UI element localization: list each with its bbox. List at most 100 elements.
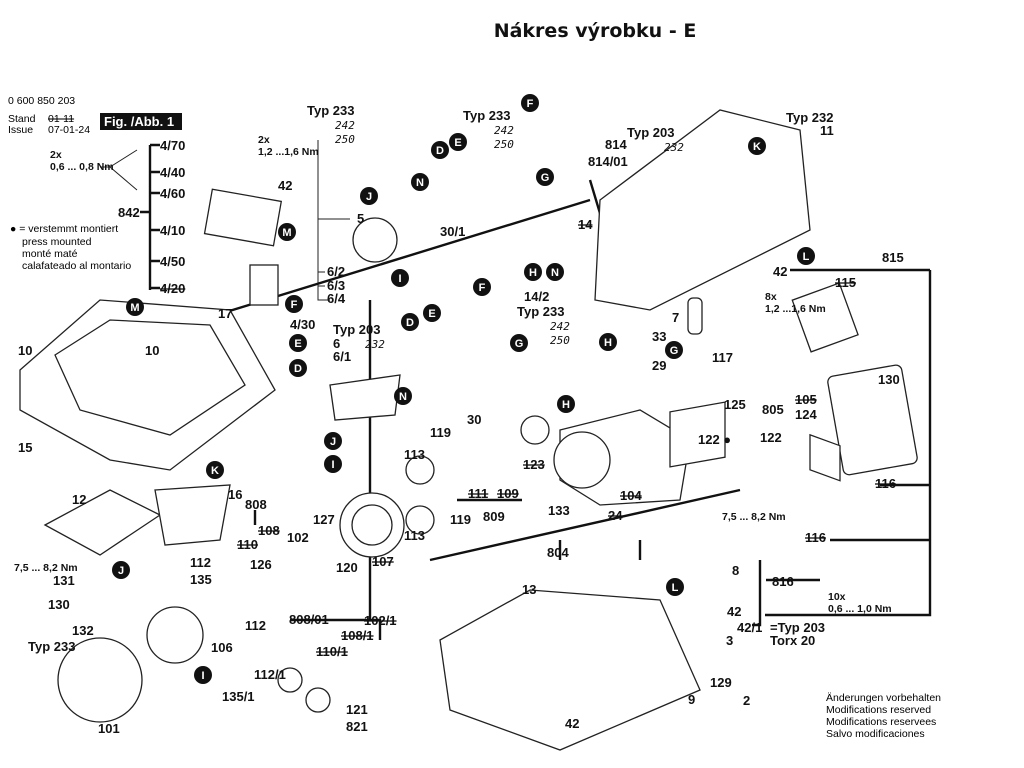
part-number-label: 113 [404,447,425,462]
part-number-label: 24 [608,508,623,523]
callout-letter: D [294,363,302,375]
callout-letter: I [201,670,204,682]
part-number-label: 9 [688,692,695,707]
part-number-label: 8x [765,291,777,303]
part-number-label: 232 [365,338,385,351]
part-number-label: 3 [726,633,733,648]
connector-callout: J [360,187,378,205]
note-line: Modifications reservees [826,716,936,728]
part-number-label: 42 [727,604,741,619]
part-number-label: 4/20 [160,281,185,296]
part-number-label: 30 [467,412,481,427]
part-number-label: 2x [258,134,270,146]
part-number-label: 7 [672,310,679,325]
callout-letter: E [454,137,461,149]
part-number-label: 112 [245,618,266,633]
part-number-label: 130 [48,597,70,612]
part-number-label: 815 [882,250,904,265]
switch-plate [203,188,283,247]
callout-letter: F [479,282,486,294]
part-number-label: 4/70 [160,138,185,153]
part-number-label: 117 [712,350,733,365]
part-number-label: 132 [72,623,94,638]
part-number-label: 232 [664,141,684,154]
callout-letter: E [294,338,301,350]
page-title: Nákres výrobku - E [493,20,697,42]
part-number-label: 7,5 ... 8,2 Nm [722,511,786,523]
callout-letter: E [428,308,435,320]
connector-callout: D [401,313,419,331]
filter-16 [154,484,231,546]
part-number-label: 125 [724,397,746,412]
part-number-label: 6/1 [333,349,351,364]
part-number-label: 250 [550,334,570,347]
part-number-label: 102/1 [364,613,397,628]
callout-letter: N [416,177,424,189]
part-number-label: 110/1 [316,644,348,659]
switch [249,264,279,306]
part-number-label: 1,2 ...1,6 Nm [765,303,826,315]
part-number-label: 6/4 [327,291,346,306]
connector-callout: J [112,561,130,579]
part-number-label: 116 [875,476,896,491]
part-number-label: 10 [18,343,32,358]
part-number-label: =Typ 203 [770,620,825,635]
part-number-label: 5 [357,211,364,226]
callout-letter: K [211,465,219,477]
part-number-label: 14 [578,217,593,232]
part-number-label: 10x [828,591,846,603]
part-number-label: Typ 233 [28,639,75,654]
part-number-label: 30/1 [440,224,465,239]
part-number-label: 250 [335,133,355,146]
capacitor-7 [687,297,703,335]
part-number-label: 113 [404,528,425,543]
part-number-label: Typ 233 [463,108,510,123]
connector-callout: G [510,334,528,352]
part-number-label: 115 [835,275,856,290]
callout-letter: F [527,98,534,110]
callout-letter: D [406,317,414,329]
motor-101 [57,637,143,723]
connector-callout: I [194,666,212,684]
part-number-label: 6/2 [327,264,345,279]
part-number: 0 600 850 203 [8,95,75,107]
connector-callout: F [521,94,539,112]
cover-12 [43,489,162,556]
legend-line: press mounted [22,236,92,248]
part-number-label: 8 [732,563,739,578]
part-number-label: 12 [72,492,86,507]
part-shapes [19,109,918,751]
part-number-label: 808/01 [289,612,329,627]
electronics-805 [827,364,918,476]
part-number-label: 108 [258,523,280,538]
callout-letter: K [753,141,761,153]
callout-letter: I [331,459,334,471]
part-number-label: 101 [98,721,120,736]
part-number-label: 7,5 ... 8,2 Nm [14,562,78,574]
note-line: Salvo modificaciones [826,728,925,740]
part-number-label: 814 [605,137,627,152]
connector-callout: I [324,455,342,473]
part-number-label: 131 [53,573,75,588]
part-number-label: 126 [250,557,272,572]
connector-callout: M [278,223,296,241]
part-number-label: 4/50 [160,254,185,269]
callout-letter: J [330,436,336,448]
part-number-label: 33 [652,329,666,344]
part-number-label: 0,6 ... 1,0 Nm [828,603,892,615]
part-number-label: 112/1 [254,667,286,682]
part-number-label: 6 [333,336,340,351]
part-number-label: 242 [550,320,570,333]
part-number-label: 17 [218,306,232,321]
callout-letter: L [803,251,810,263]
part-number-label: Typ 233 [307,103,354,118]
connector-callout: F [473,278,491,296]
part-number-label: 0,6 ... 0,8 Nm [50,161,114,173]
connector-callout: E [449,133,467,151]
part-number-label: 842 [118,205,140,220]
part-number-label: 116 [805,530,826,545]
figure-label: Fig. /Abb. 1 [104,114,174,129]
part-number-label: 135 [190,572,212,587]
callout-letter: M [282,227,291,239]
